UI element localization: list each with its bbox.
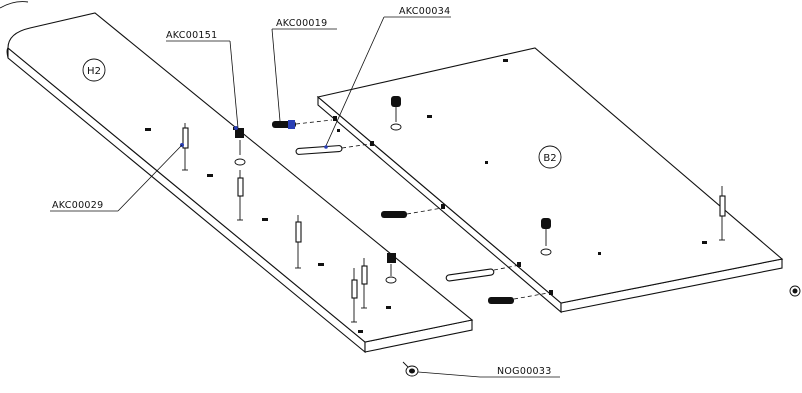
- panel-b2-circle: [538, 145, 562, 169]
- callout-akc00029: AKC00029: [50, 144, 183, 212]
- connector-3: [488, 292, 549, 304]
- callout-nog00033: NOG00033: [417, 366, 560, 378]
- panel-b2: B2: [316, 47, 784, 314]
- cam-bolt-2: [237, 170, 244, 221]
- callout-akc00034-text: AKC00034: [399, 6, 450, 17]
- panel-h2-circle: [82, 58, 106, 82]
- glide-nog00033: [402, 361, 419, 377]
- panel-b2-label: B2: [543, 153, 556, 164]
- callout-akc00151-text: AKC00151: [166, 30, 217, 41]
- panel-h2-label: H2: [87, 66, 101, 77]
- callout-akc00151: AKC00151: [166, 30, 239, 129]
- callout-akc00029-text: AKC00029: [52, 200, 103, 211]
- cam-lock-2: [385, 253, 397, 284]
- dowel-akc00034-1: [295, 143, 371, 155]
- callout-akc00019-text: AKC00019: [276, 18, 327, 29]
- partial-circle-fragment: [0, 1, 29, 9]
- cam-bolt-4: [351, 268, 358, 323]
- callout-akc00019: AKC00019: [271, 18, 337, 122]
- cam-bolt-b2: [719, 186, 726, 241]
- glide-right: [789, 285, 801, 297]
- cam-bolt-3: [295, 215, 302, 269]
- callout-akc00034: AKC00034: [324, 6, 451, 149]
- callout-nog00033-text: NOG00033: [497, 366, 552, 377]
- connector-akc00019: [272, 119, 333, 129]
- connector-2: [381, 207, 443, 218]
- cam-lock-b2-2: [540, 218, 552, 256]
- panel-h2: H2: [6, 12, 474, 354]
- panel-b2-top-face: [316, 47, 784, 304]
- dowel-2: [445, 264, 521, 282]
- cam-lock-akc00151: [234, 126, 246, 166]
- cam-lock-b2-1: [390, 96, 402, 131]
- cam-bolt-5: [361, 258, 368, 309]
